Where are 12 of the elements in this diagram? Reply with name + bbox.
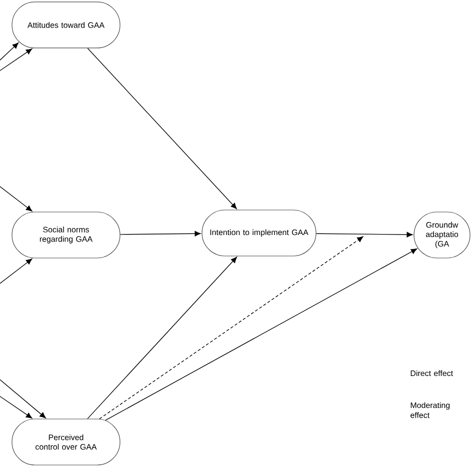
arrow: [0, 184, 32, 212]
arrow: [105, 248, 418, 421]
arrow: [0, 394, 32, 418]
arrow: [87, 256, 237, 420]
arrow: [87, 48, 237, 210]
arrow: [120, 230, 201, 236]
arrow: [0, 42, 19, 62]
arrow: [316, 232, 413, 238]
arrow: [0, 378, 46, 418]
arrow: [0, 258, 32, 286]
arrow: [99, 236, 364, 420]
arrow: [0, 48, 32, 72]
